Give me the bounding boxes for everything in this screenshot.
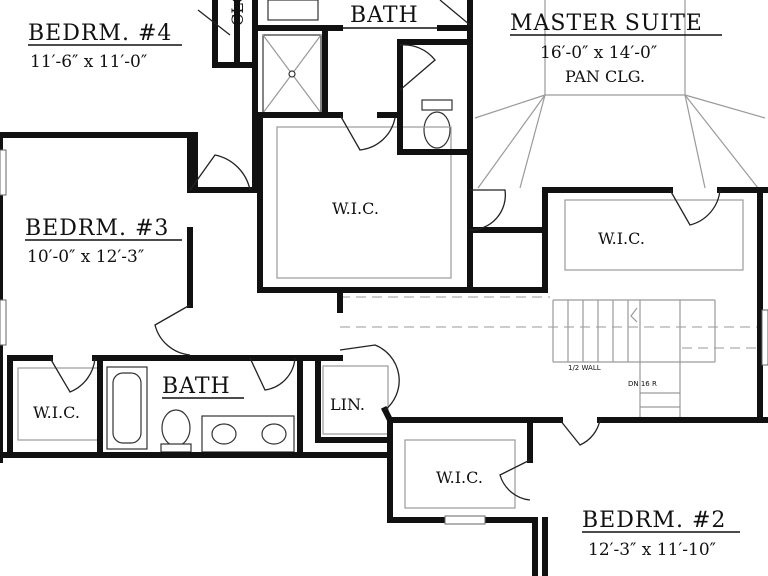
master-ceiling-note: PAN CLG.	[565, 67, 645, 86]
bath-top-name: BATH	[350, 3, 419, 28]
wic-master-label: W.I.C.	[598, 229, 645, 248]
half-wall-note: 1/2 WALL	[568, 364, 601, 372]
label-underlines	[25, 27, 740, 533]
bedroom3-name: BEDRM. #3	[25, 216, 169, 241]
pan-ceiling-lines	[474, 0, 766, 189]
bedroom4-name: BEDRM. #4	[28, 21, 172, 46]
bedroom2-name: BEDRM. #2	[582, 508, 726, 533]
stair-run	[340, 296, 768, 420]
fixtures	[106, 0, 453, 453]
wic-center-label: W.I.C.	[332, 199, 379, 218]
bedroom2-dims: 12′-3″ x 11′-10″	[588, 540, 716, 560]
stairs-note: DN 16 R	[628, 380, 657, 388]
bedroom4-dims: 11′-6″ x 11′-0″	[30, 52, 147, 72]
windows	[0, 149, 768, 525]
wic-bed2-label: W.I.C.	[436, 468, 483, 487]
bedroom3-dims: 10′-0″ x 12′-3″	[27, 247, 144, 267]
master-suite-dims: 16′-0″ x 14′-0″	[540, 43, 657, 63]
linen-label: LIN.	[330, 395, 365, 414]
bath-mid-name: BATH	[162, 374, 231, 399]
room-labels: BEDRM. #4 11′-6″ x 11′-0″ CLO BATH MASTE…	[25, 0, 726, 560]
wic-left-label: W.I.C.	[33, 403, 80, 422]
master-suite-name: MASTER SUITE	[510, 11, 703, 36]
closet-inner-lines	[17, 126, 744, 509]
closet-label: CLO	[228, 0, 247, 26]
doors	[49, 0, 721, 501]
